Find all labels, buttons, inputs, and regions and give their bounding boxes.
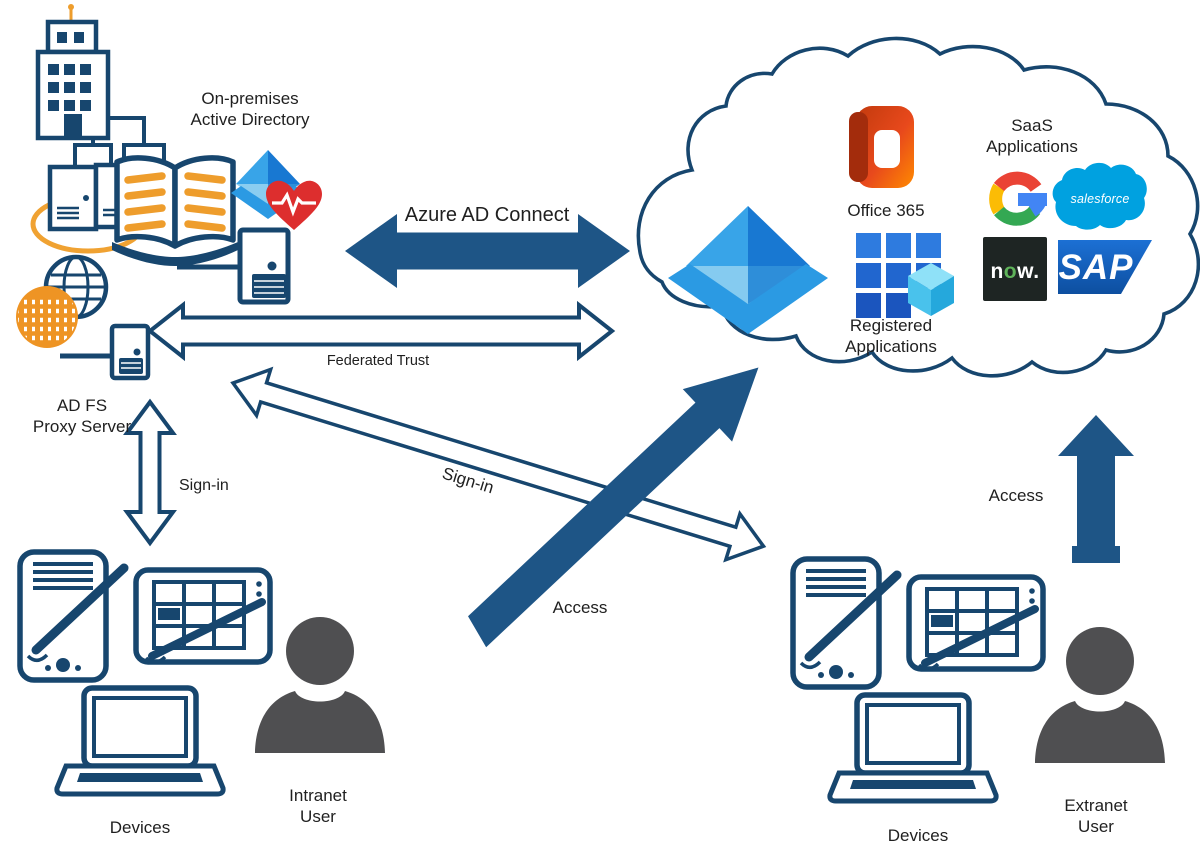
sign-in-diagonal-arrow <box>230 366 767 563</box>
app-cube-icon <box>908 263 954 316</box>
on-premises-ad-label: On-premises Active Directory <box>190 89 310 130</box>
google-icon <box>989 171 1047 226</box>
globe-orange-icon <box>16 286 78 348</box>
salesforce-icon <box>1052 162 1147 230</box>
adfs-proxy-server-icon <box>109 323 151 381</box>
devices-intranet-label: Devices <box>109 818 171 837</box>
adfs-proxy-label: AD FS Proxy Server <box>32 396 132 437</box>
servicenow-n: n <box>990 260 1004 283</box>
azure-ad-icon <box>668 206 828 334</box>
extranet-user-icon <box>1035 627 1165 763</box>
sap-wordmark: SAP <box>1058 248 1134 287</box>
office365-label: Office 365 <box>847 201 925 220</box>
salesforce-wordmark: salesforce <box>1070 192 1130 206</box>
saas-applications-label: SaaS Applications <box>986 116 1078 157</box>
servicenow-w: w. <box>1017 260 1040 283</box>
access-diagonal-label: Access <box>552 598 608 617</box>
servicenow-o: o <box>1003 260 1018 283</box>
federated-trust-arrow <box>146 300 616 362</box>
devices-extranet-icon <box>793 559 1043 801</box>
intranet-user-icon <box>255 617 385 753</box>
azure-ad-connect-label: Azure AD Connect <box>404 204 570 226</box>
sap-icon <box>1058 240 1152 294</box>
sign-in-vertical-arrow <box>123 398 177 547</box>
access-diagonal-arrow <box>468 367 759 648</box>
access-vertical-arrow <box>1058 415 1134 563</box>
federated-trust-label: Federated Trust <box>326 353 430 369</box>
devices-intranet-icon <box>20 552 270 794</box>
extranet-user-label: Extranet User <box>1064 796 1128 837</box>
devices-extranet-label: Devices <box>887 826 949 845</box>
servicenow-icon <box>983 237 1047 301</box>
registered-applications-label: Registered Applications <box>845 316 937 357</box>
sign-in-left-label: Sign-in <box>179 477 229 494</box>
domain-server-icon <box>237 227 291 305</box>
ad-connect-health-icon <box>231 150 322 230</box>
servicenow-wordmark: now. <box>990 261 1039 282</box>
building-icon <box>35 4 111 141</box>
azure-ad-connect-arrow <box>345 214 630 288</box>
office365-icon <box>849 106 914 188</box>
access-right-label: Access <box>988 486 1044 505</box>
directory-book-icon <box>112 155 238 266</box>
intranet-user-label: Intranet User <box>289 786 347 827</box>
registered-app-grid-icon <box>856 233 954 318</box>
